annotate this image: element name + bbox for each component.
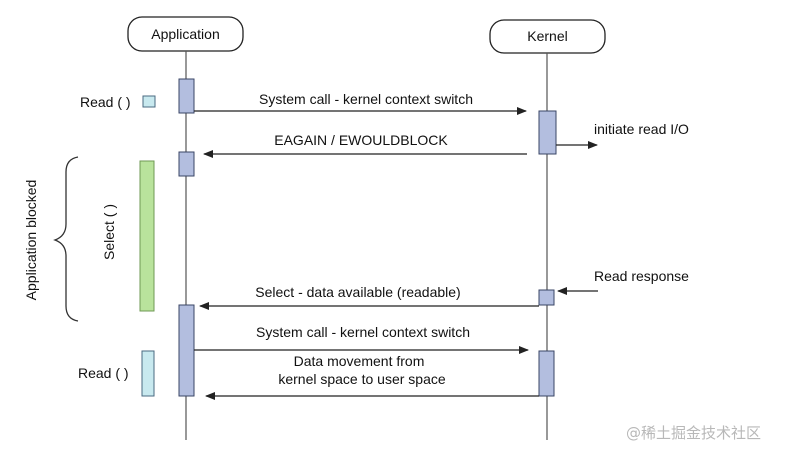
application-header: Application bbox=[127, 16, 244, 52]
eagain-label: EAGAIN / EWOULDBLOCK bbox=[274, 132, 448, 148]
kernel-header-label: Kernel bbox=[527, 28, 567, 44]
kernel-activation-2 bbox=[538, 289, 555, 306]
syscall-2-label: System call - kernel context switch bbox=[256, 324, 470, 340]
blocked-brace bbox=[53, 156, 79, 322]
read-bottom-box bbox=[141, 350, 155, 397]
select-label: Select ( ) bbox=[101, 204, 117, 260]
syscall-1-label: System call - kernel context switch bbox=[259, 91, 473, 107]
app-activation-2 bbox=[178, 151, 195, 177]
kernel-activation-1 bbox=[538, 110, 557, 155]
app-activation-1 bbox=[178, 78, 195, 114]
watermark: @稀土掘金技术社区 bbox=[626, 424, 761, 442]
kernel-header: Kernel bbox=[489, 19, 606, 54]
initiate-read-label: initiate read I/O bbox=[594, 121, 689, 137]
read-top-box bbox=[142, 95, 156, 108]
application-header-label: Application bbox=[151, 26, 220, 42]
kernel-activation-3 bbox=[538, 350, 555, 397]
select-available-label: Select - data available (readable) bbox=[255, 284, 460, 300]
read-response-label: Read response bbox=[594, 268, 689, 284]
select-wait-bar bbox=[139, 160, 155, 312]
data-movement-label-line2: kernel space to user space bbox=[278, 371, 446, 387]
read-bottom-label: Read ( ) bbox=[78, 365, 129, 381]
data-movement-label-line1: Data movement from bbox=[294, 353, 425, 369]
read-top-label: Read ( ) bbox=[80, 94, 131, 110]
app-activation-3 bbox=[178, 304, 195, 397]
application-blocked-label: Application blocked bbox=[23, 180, 39, 301]
